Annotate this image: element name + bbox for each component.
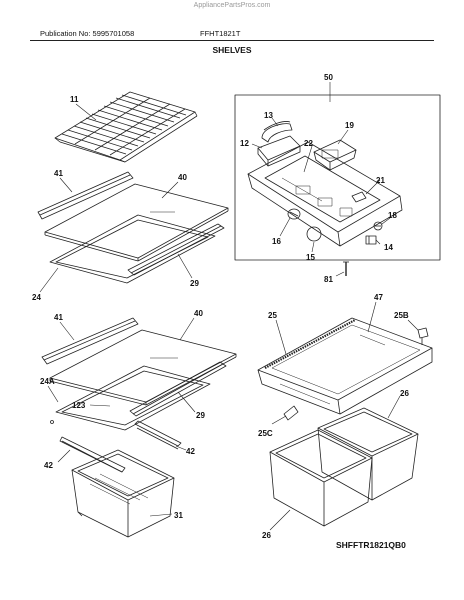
callout-47: 47 (374, 293, 383, 302)
shelf-frame-lower (50, 365, 211, 431)
light-bulb (306, 226, 322, 242)
watermark: AppliancePartsPros.com (193, 2, 271, 9)
air-damper (313, 139, 357, 171)
header-rule (30, 40, 434, 41)
publication-number: Publication No: 5995701058 (40, 29, 135, 38)
crisper-cover (257, 317, 433, 415)
callout-42-left: 42 (44, 461, 53, 470)
callout-26-right: 26 (400, 389, 409, 398)
control-knob (287, 208, 301, 220)
callout-22: 22 (304, 139, 313, 148)
callout-19: 19 (345, 121, 354, 130)
callout-16: 16 (272, 237, 281, 246)
callout-18: 18 (388, 211, 397, 220)
crisper-cover-assembly-box (234, 94, 441, 261)
callout-29-upper: 29 (190, 279, 199, 288)
shelf-rear-trim-lower (129, 361, 227, 417)
shelf-frame-upper (49, 214, 216, 284)
callout-24a: 24A (40, 377, 55, 386)
callout-42-right: 42 (186, 447, 195, 456)
callout-40-upper: 40 (178, 173, 187, 182)
drawer-slide-right (134, 420, 182, 450)
section-title: SHELVES (212, 45, 252, 55)
callout-50: 50 (324, 73, 333, 82)
callout-31: 31 (174, 511, 183, 520)
crisper-drawer-small (71, 449, 175, 538)
shelf-front-trim-upper (37, 171, 134, 220)
callout-24: 24 (32, 293, 41, 302)
cover-clip-left (283, 405, 299, 421)
callout-14: 14 (384, 243, 393, 252)
crisper-drawer-right (317, 407, 419, 501)
drawer-slide-left (59, 436, 126, 473)
crisper-cover-housing (247, 141, 403, 247)
callout-123: 123 (72, 401, 86, 410)
callout-12: 12 (240, 139, 249, 148)
callout-15: 15 (306, 253, 315, 262)
mounting-clip (351, 191, 367, 203)
callout-81: 81 (324, 275, 333, 284)
callout-26-left: 26 (262, 531, 271, 540)
wire-connector (365, 235, 377, 245)
shelf-front-trim-lower (41, 317, 139, 365)
wire-shelf (54, 91, 198, 163)
callout-40-lower: 40 (194, 309, 203, 318)
screw (373, 221, 383, 231)
callout-21: 21 (376, 176, 385, 185)
figure-code: SHFFTR1821QB0 (336, 540, 406, 550)
callout-25b: 25B (394, 311, 409, 320)
callout-41-upper: 41 (54, 169, 63, 178)
callout-11: 11 (70, 95, 79, 104)
callout-29-lower: 29 (196, 411, 205, 420)
control-handle (261, 121, 293, 143)
glass-shelf-upper (44, 183, 229, 262)
cover-clip-right (417, 327, 429, 345)
control-knob-housing (257, 135, 301, 167)
shelf-rear-trim-upper (127, 223, 225, 276)
model-number: FFHT1821T (200, 29, 241, 38)
crisper-drawer-left (269, 429, 373, 527)
callout-41-lower: 41 (54, 313, 63, 322)
callout-25: 25 (268, 311, 277, 320)
callout-25c: 25C (258, 429, 273, 438)
callout-13: 13 (264, 111, 273, 120)
bolt (343, 261, 349, 276)
leader-lines (39, 82, 419, 531)
